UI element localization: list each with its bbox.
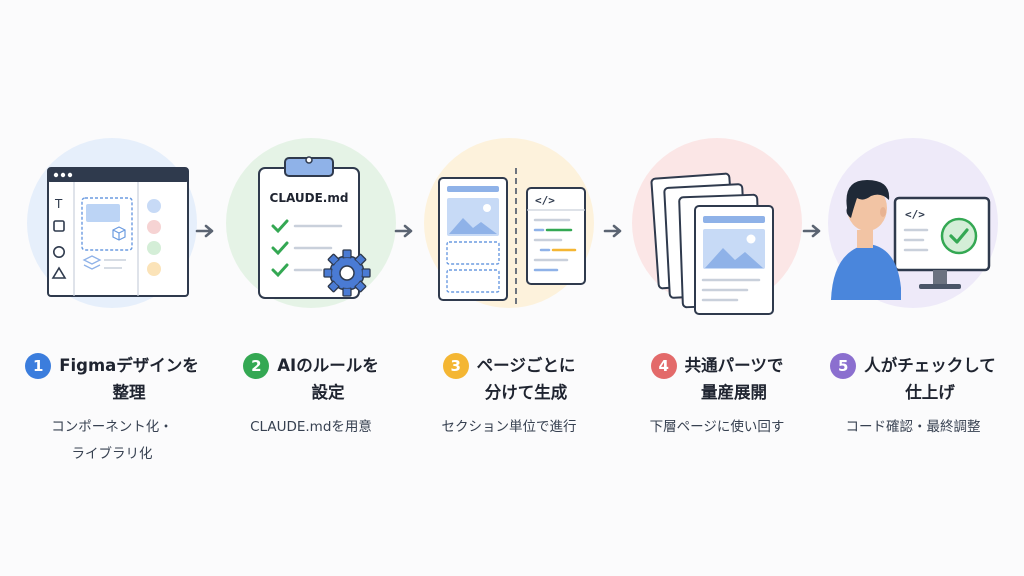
code-tag-label: </>	[535, 194, 555, 207]
monitor-code-label: </>	[905, 208, 925, 221]
step-5-number: 5	[830, 353, 857, 379]
svg-text:T: T	[54, 197, 63, 211]
arrow-right-icon	[802, 224, 821, 238]
step-5-title: 人がチェックして 仕上げ	[864, 356, 996, 402]
step-3-number: 3	[442, 353, 469, 379]
stacked-pages-icon	[650, 172, 774, 315]
clipboard-label: CLAUDE.md	[270, 191, 349, 205]
step-4-number: 4	[650, 353, 677, 379]
step-2-title-row: 2 AIのルールを 設定	[201, 352, 421, 406]
step-1-description: コンポーネント化・ ライブラリ化	[51, 419, 173, 462]
arrow-right-icon	[195, 224, 214, 238]
step-1-title-row: 1 Figmaデザインを 整理	[2, 352, 222, 406]
step-3-title: ページごとに 分けて生成	[476, 356, 576, 402]
step-2-number: 2	[243, 353, 270, 379]
step-5-description: コード確認・最終調整	[845, 419, 981, 435]
step-4-description: 下層ページに使い回す	[649, 419, 785, 435]
page-code-split-icon: </>	[438, 168, 586, 304]
step-1-number: 1	[25, 353, 52, 379]
clipboard-gear-icon: CLAUDE.md	[258, 156, 371, 299]
step-2-description: CLAUDE.mdを用意	[250, 419, 372, 435]
step-2-title: AIのルールを 設定	[277, 356, 379, 402]
step-4-title: 共通パーツで 量産展開	[684, 356, 784, 402]
person-monitor-check-icon: </>	[831, 180, 991, 300]
step-4-title-row: 4 共通パーツで 量産展開	[607, 352, 827, 406]
step-5-title-row: 5 人がチェックして 仕上げ	[803, 352, 1023, 406]
arrow-right-icon	[603, 224, 622, 238]
arrow-right-icon	[394, 224, 413, 238]
figma-layout-icon: T	[47, 167, 189, 297]
step-1-title: Figmaデザインを 整理	[59, 356, 199, 402]
step-3-description: セクション単位で進行	[441, 419, 577, 435]
step-3-title-row: 3 ページごとに 分けて生成	[399, 352, 619, 406]
